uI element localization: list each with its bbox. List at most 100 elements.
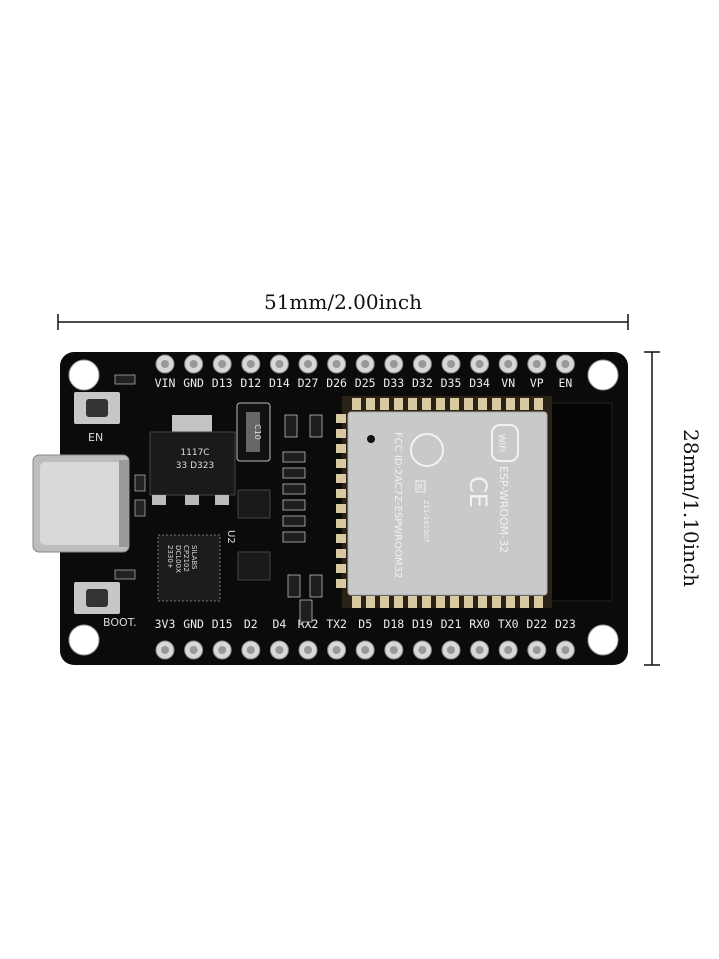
pin-label: RX0: [469, 617, 490, 631]
pin-label: GND: [183, 617, 204, 631]
pin-bottom-d23: D23: [555, 617, 576, 660]
boot-button-label: BOOT.: [103, 616, 137, 629]
pin-label: D27: [298, 376, 319, 390]
pin-hole: [532, 360, 541, 368]
pin-label: D32: [412, 376, 433, 390]
pin-hole: [361, 360, 370, 368]
pin-bottom-tx2: TX2: [326, 617, 347, 660]
pin-label: D5: [358, 617, 372, 631]
capacitor: C10: [236, 402, 271, 462]
pin-hole: [218, 360, 227, 368]
pin-top-vn: VN: [498, 354, 518, 390]
pin-label: D4: [272, 617, 286, 631]
pin-hole: [561, 360, 570, 368]
pin-label: D19: [412, 617, 433, 631]
pin-bottom-d5: D5: [355, 617, 375, 660]
svg-text:CP2102: CP2102: [182, 545, 190, 572]
pin-hole: [447, 646, 455, 654]
pin-bottom-d15: D15: [212, 617, 233, 660]
mounting-hole: [587, 624, 619, 656]
pin-label: D13: [212, 376, 233, 390]
pin-hole: [418, 360, 427, 368]
pin-hole: [246, 360, 255, 368]
width-label: 51mm/2.00inch: [264, 290, 422, 314]
pin-label: D18: [383, 617, 404, 631]
pin-hole: [246, 646, 255, 654]
pin-hole: [389, 360, 398, 368]
pin-top-vp: VP: [527, 354, 547, 390]
height-dimension: 28mm/1.10inch: [644, 351, 703, 666]
pin-bottom-d22: D22: [526, 617, 547, 660]
pin-hole: [161, 360, 169, 368]
pin-label: D25: [355, 376, 376, 390]
svg-text:1117C: 1117C: [180, 448, 209, 458]
pin-bottom-d4: D4: [269, 617, 289, 660]
usb-c-port: [32, 454, 130, 553]
pin-label: D14: [269, 376, 290, 390]
fcc-id: FCC ID:2AC7Z-ESPWROOM32: [392, 432, 403, 578]
width-dimension: 51mm/2.00inch: [57, 290, 629, 330]
pin-top-d33: D33: [383, 354, 404, 390]
pin-hole: [304, 360, 312, 368]
pin-label: TX2: [326, 617, 347, 631]
pin-hole: [561, 646, 570, 654]
height-label: 28mm/1.10inch: [679, 429, 703, 587]
svg-text:33 D323: 33 D323: [176, 461, 214, 471]
antenna: [547, 402, 613, 602]
pin-label: VP: [530, 376, 544, 390]
pin-label: D2: [244, 617, 258, 631]
module-name: ESP-WROOM-32: [497, 466, 510, 553]
pin-top-d26: D26: [326, 354, 347, 390]
boot-button[interactable]: [74, 582, 120, 614]
pin-label: D12: [240, 376, 261, 390]
pin-label: VIN: [155, 376, 176, 390]
pin-hole: [389, 646, 398, 654]
mounting-hole: [68, 359, 100, 391]
pin-label: TX0: [498, 617, 519, 631]
pin-top-d27: D27: [298, 354, 319, 390]
pin-top-en: EN: [555, 354, 575, 390]
pin-top-d14: D14: [269, 354, 290, 390]
pin-label: D23: [555, 617, 576, 631]
wifi-logo: WiFi: [496, 434, 506, 452]
esp-wroom-32-module: FCC ID:2AC7Z-ESPWROOM32 R 211-161007 CE …: [336, 396, 552, 608]
pin-bottom-d18: D18: [383, 617, 404, 660]
pin-label: D15: [212, 617, 233, 631]
ce-mark: CE: [464, 476, 492, 508]
svg-text:C10: C10: [253, 424, 262, 440]
pin-top-d35: D35: [441, 354, 462, 390]
pin-label: D22: [526, 617, 547, 631]
pin-bottom-rx0: RX0: [469, 617, 490, 660]
pin-top-d32: D32: [412, 354, 433, 390]
pin-label: D26: [326, 376, 347, 390]
pin-top-gnd: GND: [183, 354, 204, 390]
mounting-hole: [587, 359, 619, 391]
r-mark: R: [418, 483, 424, 492]
pin-top-vin: VIN: [155, 354, 176, 390]
pin-top-d12: D12: [240, 354, 261, 390]
pin-bottom-d2: D2: [241, 617, 261, 660]
pin-hole: [475, 646, 484, 654]
pin-hole: [475, 360, 484, 368]
pin-hole: [504, 646, 513, 654]
pin-bottom-tx0: TX0: [498, 617, 519, 660]
en-button[interactable]: EN: [74, 392, 120, 444]
cert-number: 211-161007: [422, 500, 430, 543]
pin-bottom-d21: D21: [441, 617, 461, 660]
pin-hole: [418, 646, 427, 654]
pin-hole: [218, 646, 227, 654]
transistor-chip: U2: [225, 489, 271, 581]
pin-hole: [304, 646, 312, 654]
pin-hole: [332, 360, 341, 368]
pin-hole: [447, 360, 455, 368]
mounting-hole: [68, 624, 100, 656]
usb-uart-chip: SILABS CP2102 DCL00X 2330+: [157, 534, 221, 602]
pin-top-d34: D34: [469, 354, 490, 390]
pin-label: D35: [441, 376, 462, 390]
pin-hole: [275, 646, 284, 654]
pin-hole: [532, 646, 541, 654]
pin-hole: [161, 646, 169, 654]
svg-text:DCL00X: DCL00X: [174, 545, 182, 573]
pin-hole: [189, 646, 198, 654]
